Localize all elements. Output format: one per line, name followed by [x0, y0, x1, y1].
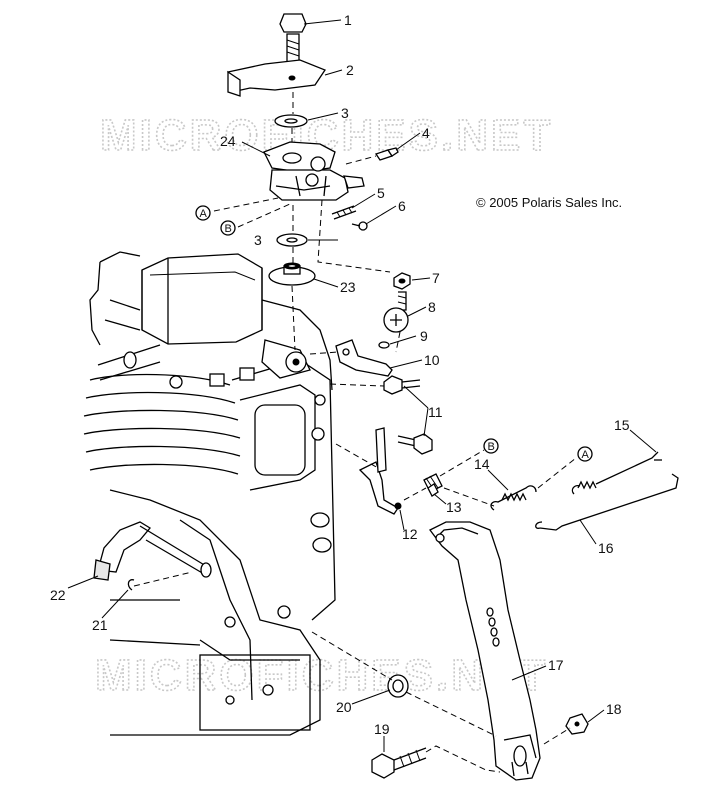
callout-7: 7	[432, 270, 440, 286]
callout-a-lower-circle	[577, 446, 593, 462]
callout-3-lower: 3	[254, 232, 262, 248]
callout-23: 23	[340, 279, 356, 295]
part-5-screw	[331, 205, 357, 220]
callout-13: 13	[446, 499, 462, 515]
callout-9: 9	[420, 328, 428, 344]
leader-lines	[67, 19, 657, 752]
callout-a-upper: A	[200, 208, 208, 220]
part-14-spring	[490, 485, 537, 511]
part-3-washer-lower	[276, 233, 308, 247]
part-11-bolt-upper	[383, 375, 421, 395]
callout-6: 6	[398, 198, 406, 214]
callout-22: 22	[50, 587, 66, 603]
part-6-screw	[351, 221, 368, 231]
part-17-lever	[429, 521, 541, 781]
part-10-bracket	[335, 339, 393, 377]
part-24-lever-assembly	[263, 141, 365, 201]
part-8-bolt	[383, 291, 409, 333]
part-3-washer-top	[274, 114, 308, 128]
callout-a-upper-circle	[195, 205, 211, 221]
callout-11: 11	[428, 404, 443, 420]
callout-18: 18	[606, 701, 622, 717]
callout-2: 2	[346, 62, 354, 78]
part-9-clip	[378, 341, 390, 349]
part-19-bolt	[371, 747, 427, 779]
callout-15: 15	[614, 417, 630, 433]
callout-16: 16	[598, 540, 614, 556]
part-13-adjuster	[423, 473, 443, 497]
callout-1: 1	[344, 12, 352, 28]
callout-5: 5	[377, 185, 385, 201]
part-7-nut	[393, 272, 411, 290]
callout-8: 8	[428, 299, 436, 315]
callout-21: 21	[92, 617, 108, 633]
callout-19: 19	[374, 721, 390, 737]
callout-24: 24	[220, 133, 236, 149]
part-22-pedal-arm	[93, 521, 212, 581]
callout-14: 14	[474, 456, 490, 472]
part-12-bracket	[358, 427, 402, 515]
callout-10: 10	[424, 352, 440, 368]
callout-20: 20	[336, 699, 352, 715]
engine-block	[83, 251, 336, 736]
part-16-link-rod	[535, 473, 679, 531]
callout-b-upper: B	[225, 223, 232, 235]
part-11-bolt-lower	[397, 433, 433, 455]
callout-3-top: 3	[341, 105, 349, 121]
part-21-clip	[127, 579, 135, 591]
copyright-text: © 2005 Polaris Sales Inc.	[476, 195, 622, 210]
part-15-link-rod	[571, 451, 662, 495]
callout-12: 12	[402, 526, 418, 542]
callout-a-lower: A	[582, 449, 590, 461]
callout-b-upper-circle	[220, 220, 236, 236]
callout-labels: 1 2 3 4 24 5 6 A B 3 7 23 8 9 10 11 15 B…	[50, 12, 630, 737]
part-2-plate	[227, 59, 326, 97]
part-23-bushing	[268, 262, 316, 286]
part-20-washer	[387, 674, 409, 698]
part-4-screw	[374, 147, 399, 161]
callout-17: 17	[548, 657, 564, 673]
part-18-nut	[565, 713, 589, 735]
callout-b-lower-circle	[483, 438, 499, 454]
callout-4: 4	[422, 125, 430, 141]
callout-b-lower: B	[488, 441, 495, 453]
